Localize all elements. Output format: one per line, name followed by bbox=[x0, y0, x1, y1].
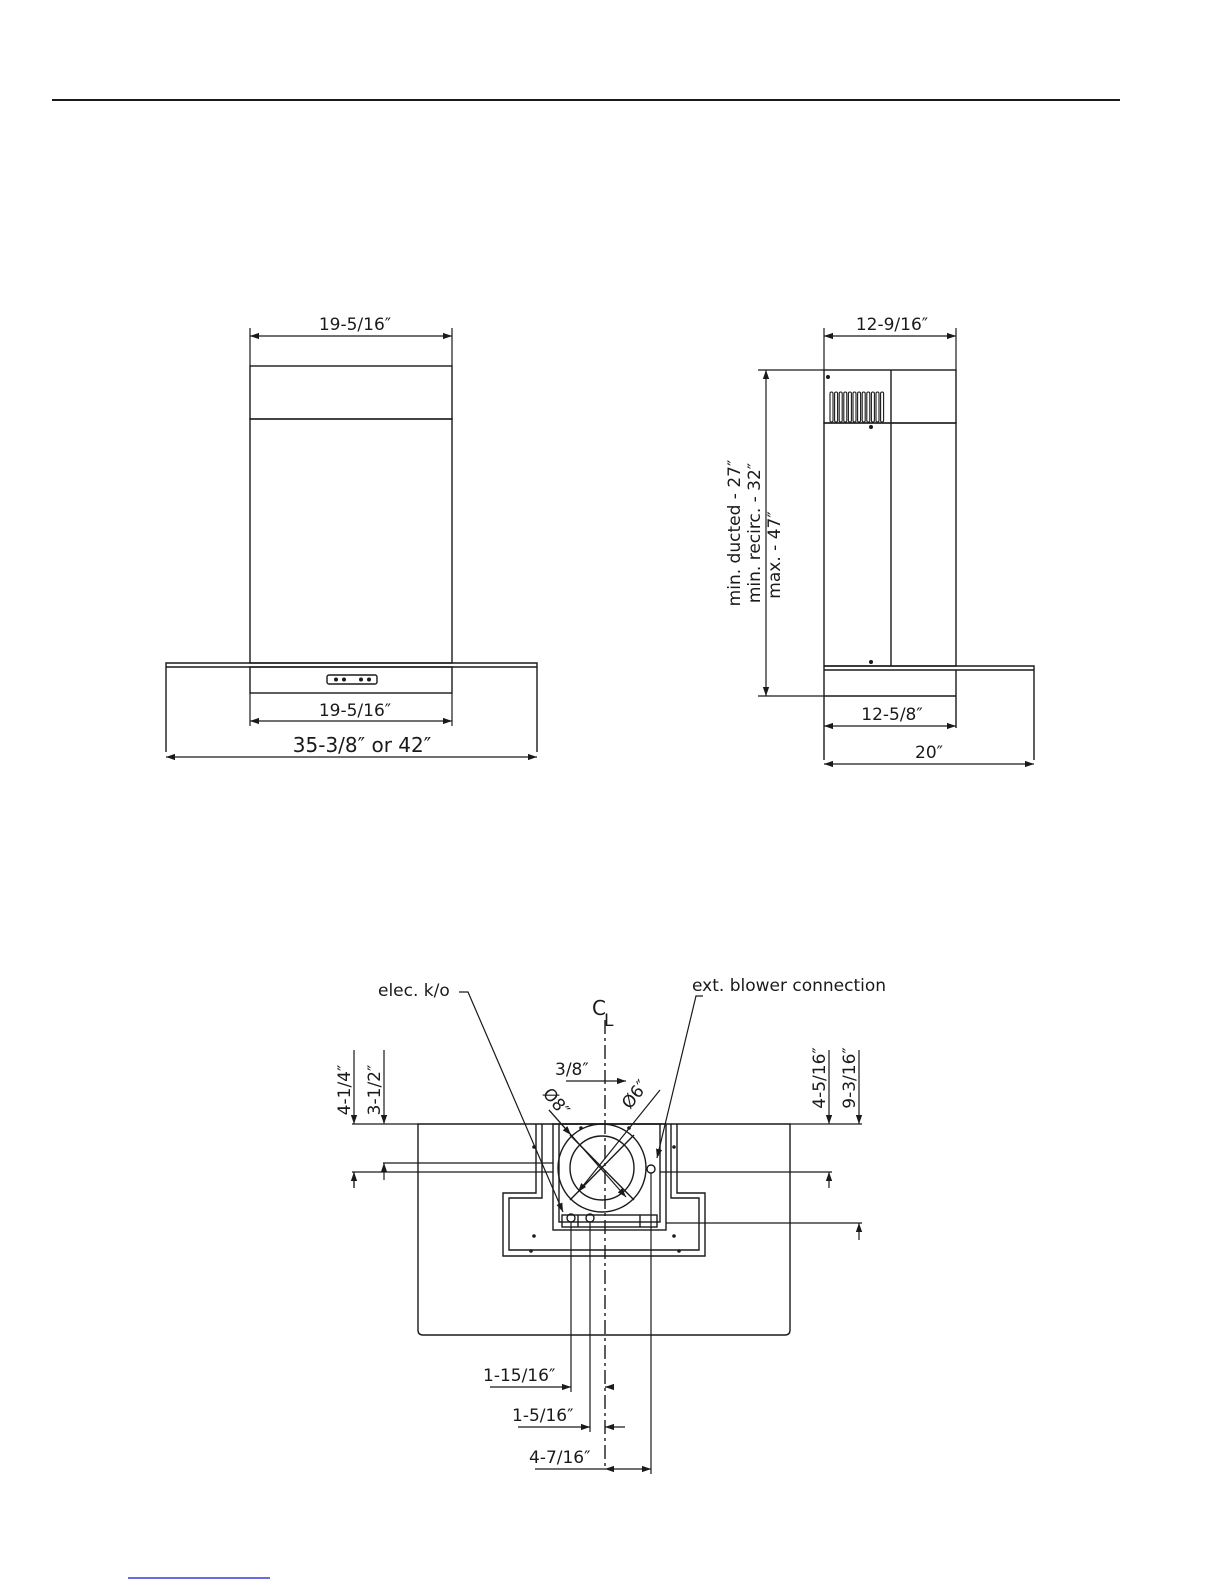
front-bottom-width-label: 19-5/16″ bbox=[319, 701, 391, 721]
vent-slot bbox=[853, 392, 856, 422]
front-canopy-width-label: 35-3/8″ or 42″ bbox=[293, 733, 431, 757]
dim-b1-label: 1-15/16″ bbox=[483, 1366, 555, 1386]
blower-connection-label: ext. blower connection bbox=[692, 976, 886, 996]
vent-slot bbox=[835, 392, 838, 422]
side-top-depth-label: 12-9/16″ bbox=[856, 315, 928, 335]
control-button bbox=[359, 678, 363, 682]
dia-6-label: Ø6″ bbox=[618, 1077, 653, 1113]
dim-left-outer-label: 4-1/4″ bbox=[335, 1065, 355, 1116]
vent-slot bbox=[867, 392, 870, 422]
elec-ko-label: elec. k/o bbox=[378, 981, 450, 1001]
side-chimney-lower bbox=[824, 423, 956, 666]
blower-connection-leader bbox=[657, 996, 703, 1158]
dim-b2-label: 1-5/16″ bbox=[512, 1406, 573, 1426]
mount-dot bbox=[826, 375, 830, 379]
dim-left-inner-label: 3-1/2″ bbox=[365, 1065, 385, 1116]
side-bottom-depth-label: 12-5/8″ bbox=[861, 705, 922, 725]
dim-b3-label: 4-7/16″ bbox=[529, 1448, 590, 1468]
vent-slot bbox=[839, 392, 842, 422]
front-top-width-label: 19-5/16″ bbox=[319, 315, 391, 335]
front-view: 19-5/16″ 19-5/16″ 35-3/8″ or 42″ bbox=[166, 315, 537, 757]
mount-dot bbox=[869, 660, 873, 664]
side-canopy-depth-label: 20″ bbox=[915, 743, 943, 763]
centerline-l: L bbox=[604, 1011, 614, 1031]
dim-right-inner-label: 4-5/16″ bbox=[810, 1047, 830, 1108]
vent-slot bbox=[871, 392, 874, 422]
vent-slot bbox=[862, 392, 865, 422]
dia-8-label: Ø8″ bbox=[538, 1084, 573, 1120]
blower-connection bbox=[647, 1165, 655, 1173]
vent-slot bbox=[844, 392, 847, 422]
height-ducted-label: min. ducted - 27″ bbox=[725, 460, 745, 607]
vent-slot bbox=[848, 392, 851, 422]
dim-right-outer-label: 9-3/16″ bbox=[840, 1047, 860, 1108]
height-max-label: max. - 47″ bbox=[765, 511, 785, 598]
dia-6-leader bbox=[578, 1090, 660, 1192]
vent-slot bbox=[858, 392, 861, 422]
vent-grille bbox=[830, 392, 884, 422]
plan-view: C L 3/8″ Ø8″ Ø6″ elec. k/o ext. blower c… bbox=[335, 976, 886, 1474]
front-chimney-upper bbox=[250, 366, 452, 419]
control-button bbox=[367, 678, 371, 682]
vent-slot bbox=[830, 392, 833, 422]
side-view: 12-9/16″ 12-5/8″ 20″ min. ducted - 27″ m… bbox=[725, 315, 1034, 764]
height-recirc-label: min. recirc. - 32″ bbox=[745, 463, 765, 603]
control-button bbox=[342, 678, 346, 682]
vent-slot bbox=[881, 392, 884, 422]
front-control-strip bbox=[250, 667, 452, 693]
offset-center-label: 3/8″ bbox=[555, 1060, 589, 1080]
front-chimney-lower bbox=[250, 419, 452, 663]
vent-slot bbox=[876, 392, 879, 422]
mount-dot bbox=[869, 425, 873, 429]
control-button bbox=[334, 678, 338, 682]
